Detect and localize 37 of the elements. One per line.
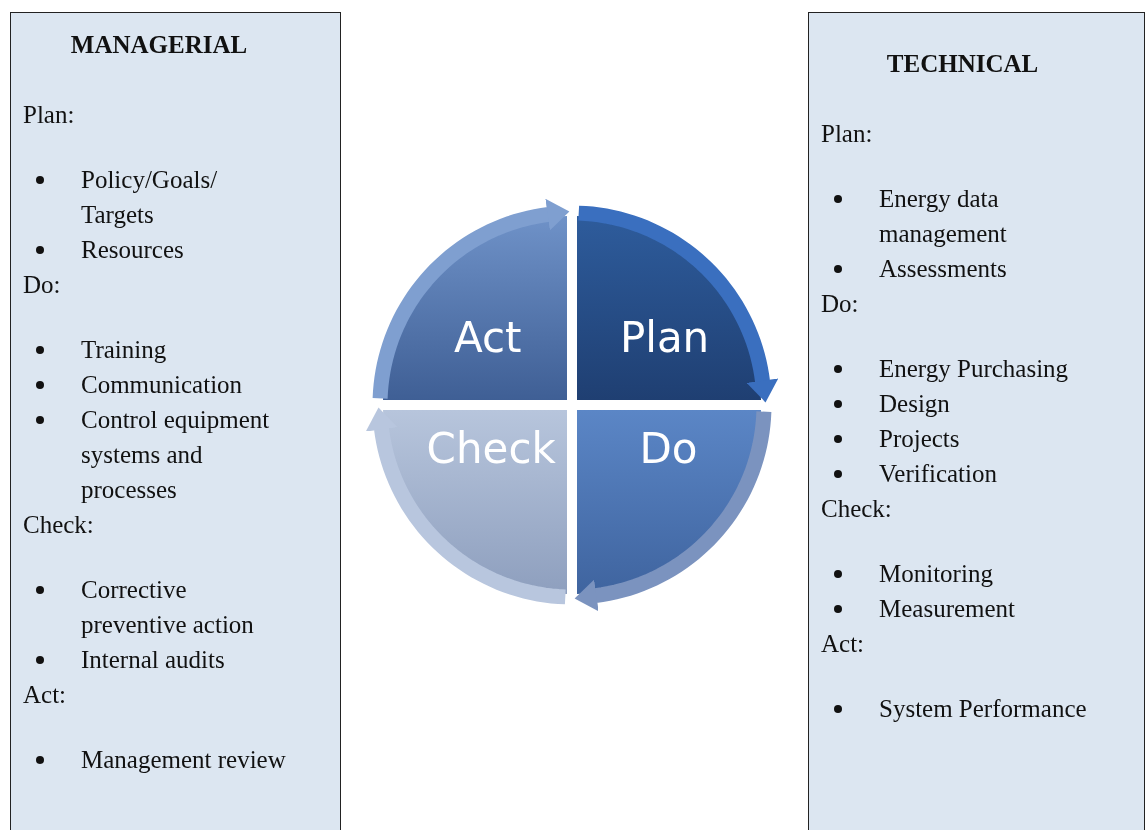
- text-panel: [10, 12, 341, 830]
- quadrant-label: Act: [453, 312, 522, 363]
- quadrant-label: Check: [426, 424, 556, 474]
- section-label: Check:: [821, 494, 893, 524]
- section-label: Plan:: [821, 119, 874, 149]
- cycle-arrow: [574, 411, 772, 612]
- cycle-arrow: [578, 205, 779, 403]
- bullet-item: Energy Purchasing: [821, 351, 1104, 386]
- text-panel: [808, 12, 1145, 830]
- bullet-item: Projects: [821, 421, 1104, 456]
- cycle-arrow: [372, 198, 570, 399]
- panel-heading: TECHNICAL: [885, 49, 1040, 79]
- section-label: Do:: [23, 270, 62, 300]
- bullet-item: Verification: [821, 456, 1104, 491]
- bullet-item: Control equipment systems and processes: [23, 402, 295, 507]
- quadrant-label: Plan: [619, 312, 710, 363]
- cycle-arrow: [365, 407, 566, 605]
- section-label: Plan:: [23, 100, 76, 130]
- bullet-item: Policy/Goals/ Targets: [23, 162, 295, 232]
- bullet-item: Energy data management: [821, 181, 1104, 251]
- bullet-item: Assessments: [821, 251, 1104, 286]
- section-label: Act:: [23, 680, 68, 710]
- bullet-item: Internal audits: [23, 642, 295, 677]
- bullet-item: Management review: [23, 742, 295, 777]
- bullet-item: Design: [821, 386, 1104, 421]
- section-label: Do:: [821, 289, 860, 319]
- bullet-item: Communication: [23, 367, 295, 402]
- section-label: Act:: [821, 629, 866, 659]
- bullet-item: Monitoring: [821, 556, 1104, 591]
- bullet-item: System Performance: [821, 691, 1104, 726]
- bullet-item: Resources: [23, 232, 295, 267]
- section-label: Check:: [23, 510, 95, 540]
- bullet-item: Training: [23, 332, 295, 367]
- bullet-item: Corrective preventive action: [23, 572, 295, 642]
- quadrant-label: Do: [639, 424, 698, 474]
- panel-heading: MANAGERIAL: [69, 30, 249, 60]
- bullet-item: Measurement: [821, 591, 1104, 626]
